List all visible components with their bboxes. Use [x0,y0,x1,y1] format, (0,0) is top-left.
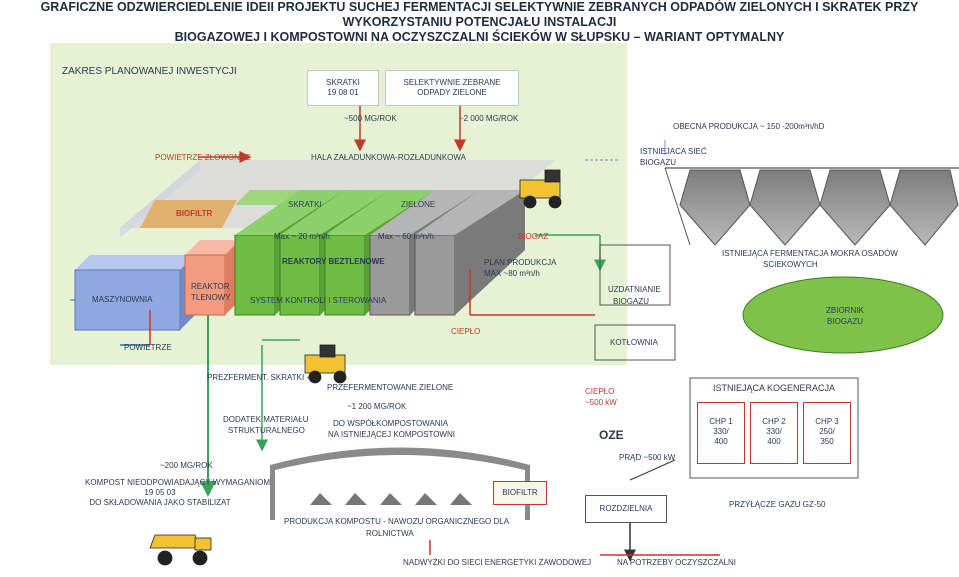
ferment-l1: ISTNIEJĄCA FERMENTACJA MOKRA OSADÓW [722,249,898,258]
do-kompost-l2: NA ISTNIEJĄCEJ KOMPOSTOWNI [328,430,455,439]
cieplo-label: CIEPŁO [451,327,481,336]
input-skratki-box: SKRATKI 19 08 01 [307,70,379,106]
input-skratki-l1: SKRATKI [326,78,360,87]
oze-label: OZE [599,428,624,442]
zielone-label: ZIELONE [401,200,436,209]
uzdatnianie-l2: BIOGAZU [613,297,650,306]
hala-label: HALA ZAŁADUNKOWA-ROZŁADUNKOWA [311,153,466,162]
chp1-l1: CHP 1 [709,417,733,426]
qty-1200: ~1 200 MG/ROK [347,402,407,411]
chp3-l1: CHP 3 [815,417,839,426]
maszynownia-label: MASZYNOWNIA [92,295,153,304]
chp2-box: CHP 2 330/ 400 [750,402,798,464]
kompost-l3: DO SKŁADOWANIA JAKO STABILIZAT [89,498,231,507]
qty-200: ~200 MG/ROK [160,461,213,470]
loader-top [519,169,562,209]
title-line-2: BIOGAZOWEJ I KOMPOSTOWNI NA OCZYSZCZALNI… [174,30,785,44]
przylacze-label: PRZYŁĄCZE GAZU GZ-50 [729,500,826,509]
ferment-l2: SCIEKOWYCH [763,260,818,269]
dodatek-l1: DODATEK MATERIAŁU [223,415,309,424]
produkcja-l2: ROLNICTWA [366,529,414,538]
reaktory-label: REAKTORY BEZTLENOWE [282,257,385,266]
input-zielone-box: SELEKTYWNIE ZEBRANE ODPADY ZIELONE [385,70,519,106]
chp3-l3: 350 [820,437,834,446]
qty-skratki: ~500 MG/ROK [344,114,397,123]
plan-prod-l1: PLAN.PRODUKCJA [484,258,557,267]
dodatek-l2: STRUKTURALNEGO [228,426,305,435]
chp1-l3: 400 [714,437,728,446]
title-line-1: GRAFICZNE ODZWIERCIEDLENIE IDEII PROJEKT… [40,0,919,29]
zbiornik-l1: ZBIORNIK [826,306,864,315]
qty-zielone: ~2 000 MG/ROK [459,114,519,123]
grey-reactors [369,190,525,316]
kotlownia-label: KOTŁOWNIA [610,338,659,347]
reaktor-l1: REAKTOR [191,282,230,291]
preferment-label: PREZFERMENT. SKRATKI + [207,373,312,382]
cieplo500-l1: CIEPŁO [585,387,615,396]
rozdzielnia-box: ROZDZIELNIA [585,495,667,523]
kompost-l2: 19 05 03 [144,488,176,497]
system-label: SYSTEM KONTROLI I STEROWANIA [250,296,387,305]
powietrze-zlowonne: POWIETRZE ZŁOWONNE [155,153,251,162]
dump-truck [149,534,212,566]
uzdatnianie-l1: UZDATNIANIE [608,285,661,294]
reaktor-l2: TLENOWY [191,293,231,302]
prad-label: PRĄD ~500 kW [619,453,676,462]
loader-middle [304,344,347,384]
biofiltr-box [140,200,237,228]
zbiornik-l2: BIOGAZU [827,317,864,326]
chp3-l2: 250/ [819,427,835,436]
do-kompost-l1: DO WSPÓŁKOMPOSTOWANIA [333,419,449,428]
input-zielone-l1: SELEKTYWNIE ZEBRANE [403,78,501,87]
istniejaca-siec-l1: ISTNIEJACA SIEĆ [640,147,707,156]
plan-prod-l2: MAX ~80 m³n/h [484,269,540,278]
chp2-l2: 330/ [766,427,782,436]
reaktor-tlenowy-box [184,254,226,316]
nadwyzki-label: NADWYŻKI DO SIECI ENERGETYKI ZAWODOWEJ [403,558,592,567]
kompost-l1: KOMPOST NIEODPOWIADAJĄCY WYMAGANIOM [85,478,271,487]
przeferm-zielone: PRZEFERMENTOWANE ZIELONE [327,383,454,392]
chp1-l2: 330/ [713,427,729,436]
cieplo500-l2: ~500 kW [585,398,617,407]
hall-left [120,160,200,238]
skratki-label: SKRATKI [288,200,322,209]
produkcja-l1: PRODUKCJA KOMPOSTU - NAWOZU ORGANICZNEGO… [284,517,510,526]
chp1-box: CHP 1 330/ 400 [697,402,745,464]
chp2-l1: CHP 2 [762,417,786,426]
biofiltr2-label: BIOFILTR [502,488,538,497]
potrzeby-label: NA POTRZEBY OCZYSZCZALNI [617,558,736,567]
biogaz-label: BIOGAZ [518,232,549,241]
kogeneracja-label: ISTNIEJĄCA KOGENERACJA [713,383,836,393]
gas-tank [742,276,944,354]
powietrze-label: POWIETRZE [124,343,172,352]
chp2-l3: 400 [767,437,781,446]
biofiltr2-box: BIOFILTR [493,481,547,505]
zone-label: ZAKRES PLANOWANEJ INWESTYCJI [62,66,237,77]
input-zielone-l2: ODPADY ZIELONE [417,88,487,97]
page-title: GRAFICZNE ODZWIERCIEDLENIE IDEII PROJEKT… [0,0,959,45]
obecna-produkcja: OBECNA PRODUKCJA ~ 150 -200m³n/hD [673,122,825,131]
chp3-box: CHP 3 250/ 350 [803,402,851,464]
istniejaca-siec-l2: BIOGAZU [640,158,677,167]
rozdzielnia-label: ROZDZIELNIA [599,504,653,513]
existing-digesters [679,169,959,246]
input-skratki-l2: 19 08 01 [327,88,359,97]
compost-hall [270,447,530,520]
biofiltr-label: BIOFILTR [176,209,213,218]
max-60: Max ~ 60 m³n/h [378,232,434,241]
max-20: Max ~ 20 m³n/h [274,232,330,241]
